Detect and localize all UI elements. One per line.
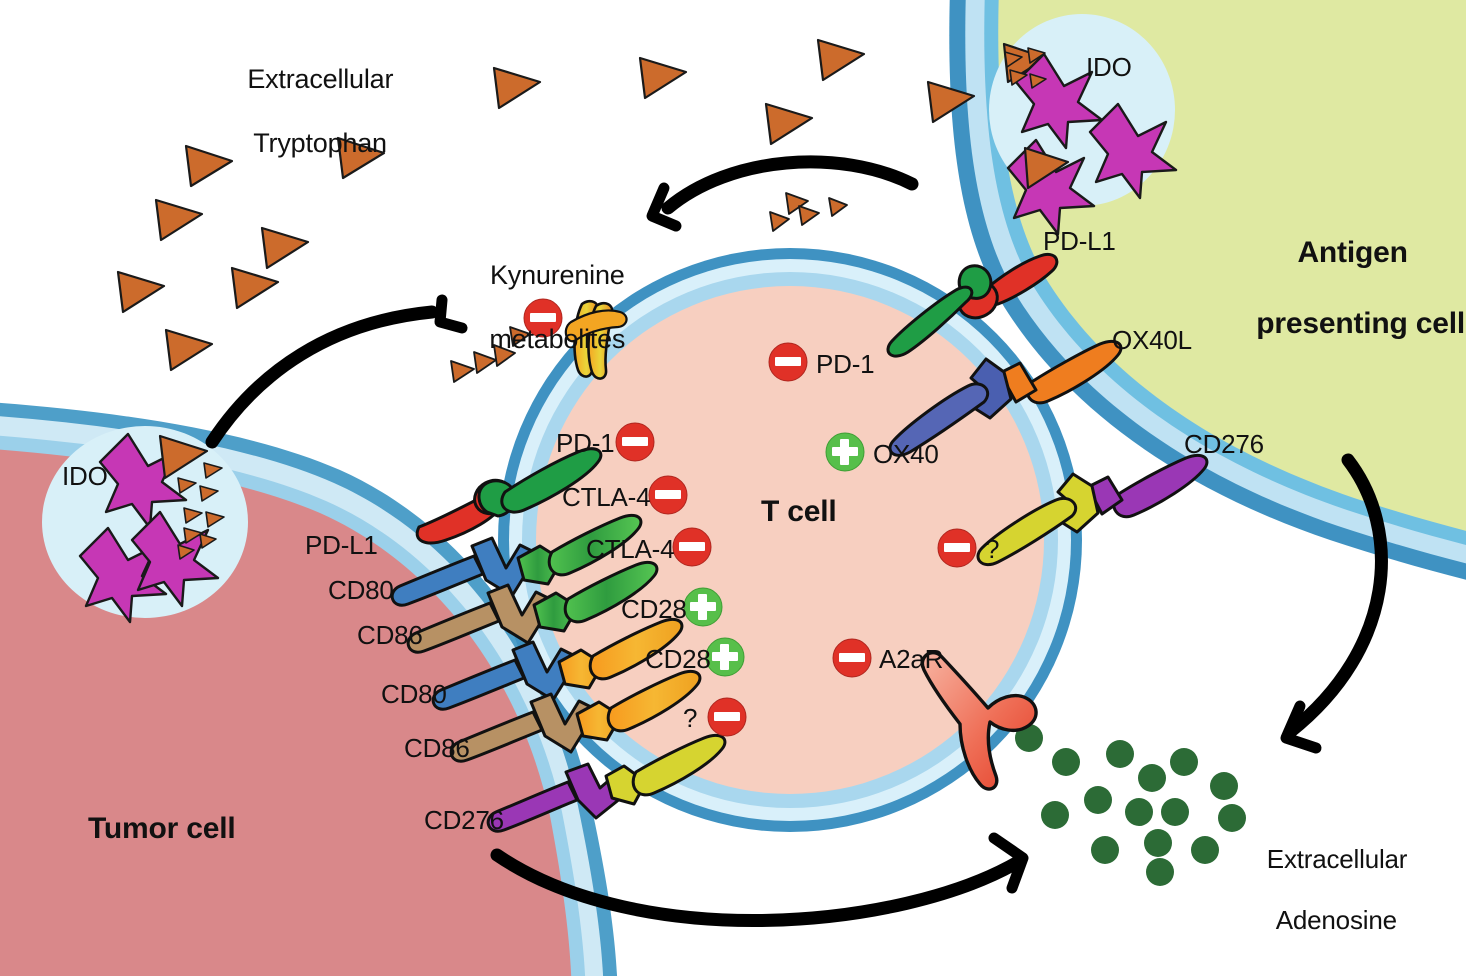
tumor-ido-tryptophan [158, 434, 209, 480]
arrow-apc-to-adenosine [1283, 453, 1388, 739]
receptor-label-unknown-right: ? [985, 534, 1000, 564]
receptor-label-ctla4-2: CTLA-4 [586, 534, 675, 564]
receptor-ctla4-tcell-1 [516, 513, 643, 586]
arrowhead-to-kynurenine-from-apc [646, 182, 682, 232]
ligand-cd86-tumor-2 [449, 692, 599, 763]
ligand-cd80-tumor-2 [431, 640, 581, 711]
t-cell-label: T cell [761, 495, 837, 528]
antigen-presenting-cell-label: Antigen presenting cell [1256, 236, 1466, 341]
t-cell-cytoplasm [536, 286, 1044, 794]
receptor-pd1-tcell-left [477, 447, 603, 518]
badge-a2ar-inhibitory [832, 638, 872, 678]
arrow-heads [434, 182, 1322, 894]
tumor-ido-kynurenine [177, 462, 225, 560]
receptor-label-ctla4-1: CTLA-4 [562, 482, 651, 512]
badge-ctla4-2-inhibitory [672, 527, 712, 567]
kynurenine-transporter [564, 299, 628, 380]
receptor-label-cd28-2: CD28 [645, 644, 711, 674]
badge-ox40-stimulatory [825, 432, 865, 472]
ligand-cd80-tumor-1 [390, 536, 540, 607]
ido-label-tumor: IDO [62, 461, 108, 491]
ligand-label-cd276-tumor: CD276 [424, 805, 504, 835]
ligand-label-cd86-tumor-1: CD86 [357, 620, 423, 650]
ligand-cd86-tumor-1 [406, 583, 556, 654]
tumor-ido-enzymes [78, 432, 220, 624]
kynurenine-metabolites [450, 192, 848, 383]
receptor-pd1-tcell-right [886, 264, 993, 358]
arrow-tumor-to-adenosine [490, 848, 1025, 927]
ligand-ox40l-apc [998, 339, 1123, 405]
receptor-a2ar-tcell [920, 651, 1038, 791]
badge-cd28-2-stimulatory [705, 637, 745, 677]
tryptophan-molecules [116, 38, 1048, 372]
arrowhead-to-adenosine-from-apc [1280, 700, 1322, 754]
receptor-ctla4-tcell-2 [532, 560, 659, 633]
arrowhead-to-kynurenine-from-tumor [434, 294, 468, 334]
badge-ctla4-1-inhibitory [648, 475, 688, 515]
ligand-label-pdl1-apc: PD-L1 [1043, 226, 1116, 256]
badge-pd1-right-inhibitory [768, 342, 808, 382]
ido-label-apc: IDO [1086, 52, 1132, 82]
ligand-label-cd80-tumor-1: CD80 [328, 575, 394, 605]
receptor-ox40-tcell [888, 357, 1013, 457]
badge-kynurenine-inhibitory [523, 298, 563, 338]
receptor-label-unknown-left: ? [683, 703, 698, 733]
badge-cd28-1-stimulatory [683, 587, 723, 627]
apc-ido-tryptophan [1023, 146, 1070, 190]
badge-unknown-right-inhibitory [937, 528, 977, 568]
receptor-label-ox40: OX40 [873, 439, 939, 469]
arrow-tumor-ido-to-kynurenine [205, 305, 439, 449]
ligand-label-cd276-apc: CD276 [1184, 429, 1264, 459]
tumor-cell-label: Tumor cell [88, 812, 236, 845]
adenosine-molecules [1015, 724, 1246, 886]
ligand-label-ox40l-apc: OX40L [1112, 325, 1192, 355]
receptor-unknown-tcell-right [976, 472, 1100, 567]
receptor-unknown-tcell-left [604, 733, 727, 806]
receptor-cd28-tcell-2 [575, 669, 702, 742]
badge-unknown-left-inhibitory [707, 697, 747, 737]
ligand-label-cd80-tumor-2: CD80 [381, 679, 447, 709]
receptor-cd28-tcell-1 [557, 617, 684, 690]
ligand-cd276-apc [1086, 453, 1209, 519]
arrows [205, 155, 1388, 927]
receptor-label-cd28-1: CD28 [621, 594, 687, 624]
extracellular-adenosine-label: Extracellular Adenosine [1266, 843, 1408, 936]
receptor-label-pd1-right: PD-1 [816, 349, 875, 379]
badge-pd1-left-inhibitory [615, 422, 655, 462]
ligand-label-pdl1-tumor: PD-L1 [305, 530, 378, 560]
kynurenine-metabolites-label: Kynurenine metabolites [489, 259, 626, 354]
ligand-label-cd86-tumor-2: CD86 [404, 733, 470, 763]
arrow-apc-ido-to-kynurenine [661, 155, 919, 215]
receptor-label-pd1-left: PD-1 [556, 428, 615, 458]
receptor-label-a2ar: A2aR [879, 644, 944, 674]
arrowhead-to-adenosine-from-tumor [988, 832, 1029, 894]
extracellular-tryptophan-label: Extracellular Tryptophan [247, 63, 394, 158]
apc-ido-kynurenine [1004, 47, 1047, 89]
